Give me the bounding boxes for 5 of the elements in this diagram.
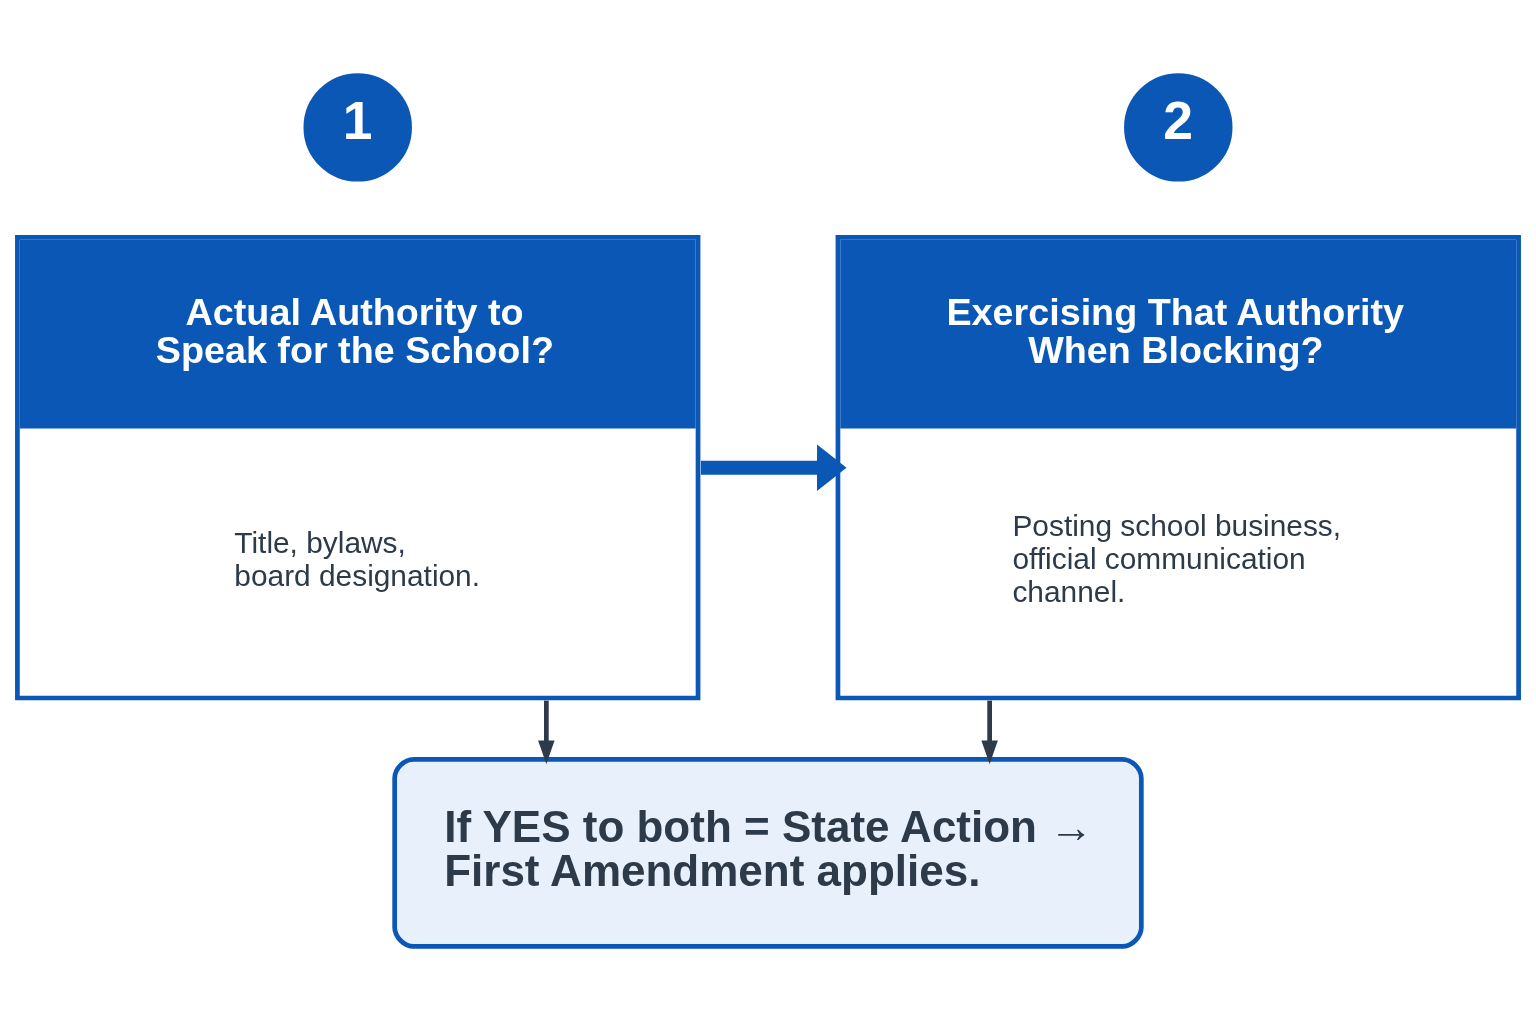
arrow — [538, 700, 555, 764]
node-circle: 1 — [303, 72, 412, 182]
arrow — [981, 700, 998, 764]
arrow — [700, 443, 847, 491]
node-circle: 2 — [1124, 72, 1233, 182]
